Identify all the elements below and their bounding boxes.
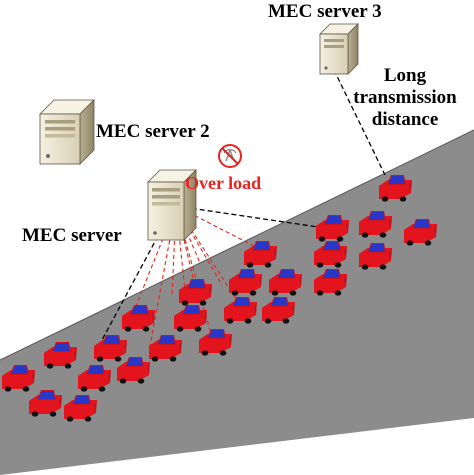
- long-transmission-distance-label: Long transmission distance: [353, 65, 457, 130]
- offload-links: [101, 69, 386, 341]
- over-load-label: Over load: [185, 173, 262, 193]
- road-edge: [0, 129, 474, 361]
- mec-server-icon: [147, 169, 197, 241]
- mec-server-2-label: MEC server 2: [96, 121, 210, 142]
- mec-server-2-icon: [39, 99, 95, 165]
- mec-server-label: MEC server: [22, 225, 122, 246]
- no-signal-icon: [218, 144, 242, 168]
- mec-server-3-label: MEC server 3: [268, 1, 382, 22]
- mec-server-3-icon: [319, 23, 359, 75]
